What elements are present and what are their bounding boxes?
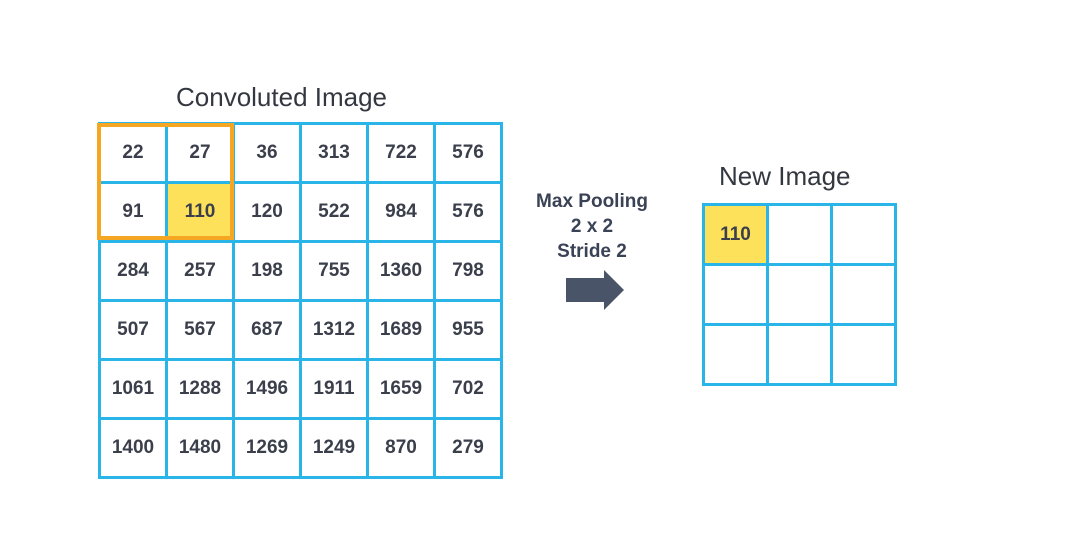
grid-cell: 798	[433, 240, 503, 302]
grid-row	[702, 263, 897, 326]
grid-cell: 1480	[165, 417, 235, 479]
pooled-value-cell: 110	[702, 203, 769, 266]
grid-cell: 22	[98, 122, 168, 184]
grid-cell: 522	[299, 181, 369, 243]
max-value-cell: 110	[165, 181, 235, 243]
grid-cell: 36	[232, 122, 302, 184]
convoluted-image-grid: 22 27 36 313 722 576 91 110 120 522 984 …	[98, 122, 503, 479]
grid-cell: 1249	[299, 417, 369, 479]
grid-cell: 955	[433, 299, 503, 361]
grid-cell: 1400	[98, 417, 168, 479]
grid-cell: 91	[98, 181, 168, 243]
grid-cell: 722	[366, 122, 436, 184]
grid-cell: 27	[165, 122, 235, 184]
grid-row: 1400 1480 1269 1249 870 279	[98, 417, 503, 479]
grid-cell: 279	[433, 417, 503, 479]
grid-cell: 1659	[366, 358, 436, 420]
grid-cell: 576	[433, 122, 503, 184]
operation-label: Max Pooling 2 x 2 Stride 2	[524, 189, 660, 264]
grid-cell: 1269	[232, 417, 302, 479]
grid-cell	[766, 323, 833, 386]
convoluted-image-title: Convoluted Image	[176, 82, 388, 112]
grid-cell: 870	[366, 417, 436, 479]
new-image-grid: 110	[702, 203, 897, 386]
grid-cell	[766, 203, 833, 266]
grid-cell: 198	[232, 240, 302, 302]
grid-cell: 567	[165, 299, 235, 361]
grid-cell: 1360	[366, 240, 436, 302]
grid-cell: 576	[433, 181, 503, 243]
grid-cell	[702, 263, 769, 326]
grid-cell: 1911	[299, 358, 369, 420]
grid-cell: 755	[299, 240, 369, 302]
grid-cell: 313	[299, 122, 369, 184]
grid-row	[702, 323, 897, 386]
grid-cell: 120	[232, 181, 302, 243]
grid-cell: 1288	[165, 358, 235, 420]
grid-row: 507 567 687 1312 1689 955	[98, 299, 503, 361]
grid-cell	[702, 323, 769, 386]
grid-row: 1061 1288 1496 1911 1659 702	[98, 358, 503, 420]
grid-cell: 687	[232, 299, 302, 361]
grid-row: 284 257 198 755 1360 798	[98, 240, 503, 302]
grid-cell: 984	[366, 181, 436, 243]
grid-cell	[830, 323, 897, 386]
grid-row: 110	[702, 203, 897, 266]
grid-cell	[830, 203, 897, 266]
grid-cell	[830, 263, 897, 326]
grid-cell: 1061	[98, 358, 168, 420]
grid-cell: 1312	[299, 299, 369, 361]
grid-cell: 1496	[232, 358, 302, 420]
grid-row: 22 27 36 313 722 576	[98, 122, 503, 184]
right-arrow-icon	[566, 270, 624, 310]
grid-cell: 702	[433, 358, 503, 420]
operation-stride: Stride 2	[557, 241, 627, 262]
operation-size: 2 x 2	[570, 216, 614, 237]
grid-cell: 257	[165, 240, 235, 302]
grid-cell: 1689	[366, 299, 436, 361]
operation-name: Max Pooling	[536, 191, 648, 212]
new-image-title: New Image	[719, 161, 851, 191]
grid-cell	[766, 263, 833, 326]
grid-cell: 284	[98, 240, 168, 302]
grid-cell: 507	[98, 299, 168, 361]
grid-row: 91 110 120 522 984 576	[98, 181, 503, 243]
